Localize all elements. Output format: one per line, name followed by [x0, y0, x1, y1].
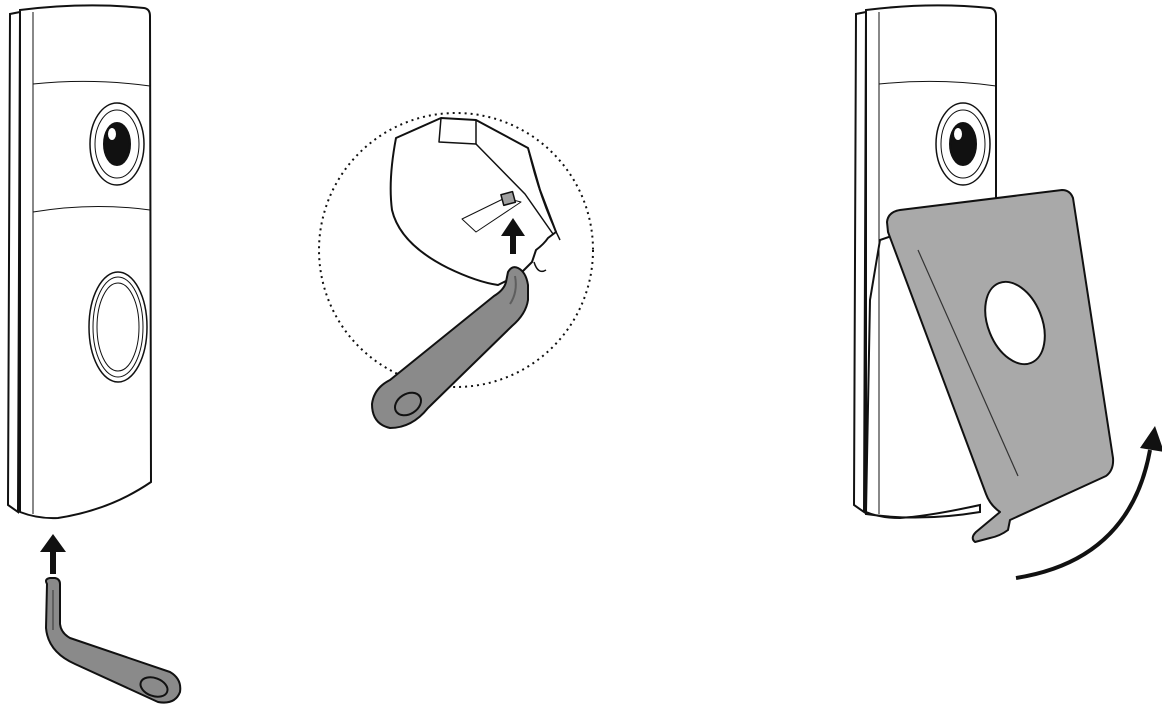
- detail-zoom-circle: [318, 112, 594, 388]
- curved-arrow-icon: [1015, 426, 1162, 580]
- detail-housing: [389, 117, 561, 286]
- up-arrow-icon: [40, 534, 66, 574]
- release-tab: [500, 190, 517, 207]
- doorbell-left: [6, 4, 153, 520]
- detail-release-tool-icon: [371, 266, 529, 429]
- release-tool-icon: [45, 577, 182, 704]
- camera-lens-right-icon: [935, 102, 991, 186]
- release-slot: [461, 197, 522, 233]
- doorbell-left-backplate: [6, 10, 22, 514]
- doorbell-button-icon: [88, 271, 148, 383]
- doorbell-left-body: [19, 4, 153, 520]
- detail-up-arrow-icon: [501, 218, 525, 254]
- doorbell-right-backplate: [852, 10, 868, 514]
- doorbell-right: [852, 4, 997, 520]
- faceplate: [886, 189, 1115, 543]
- camera-lens-icon: [89, 102, 145, 186]
- faceplate-button-hole: [984, 280, 1046, 366]
